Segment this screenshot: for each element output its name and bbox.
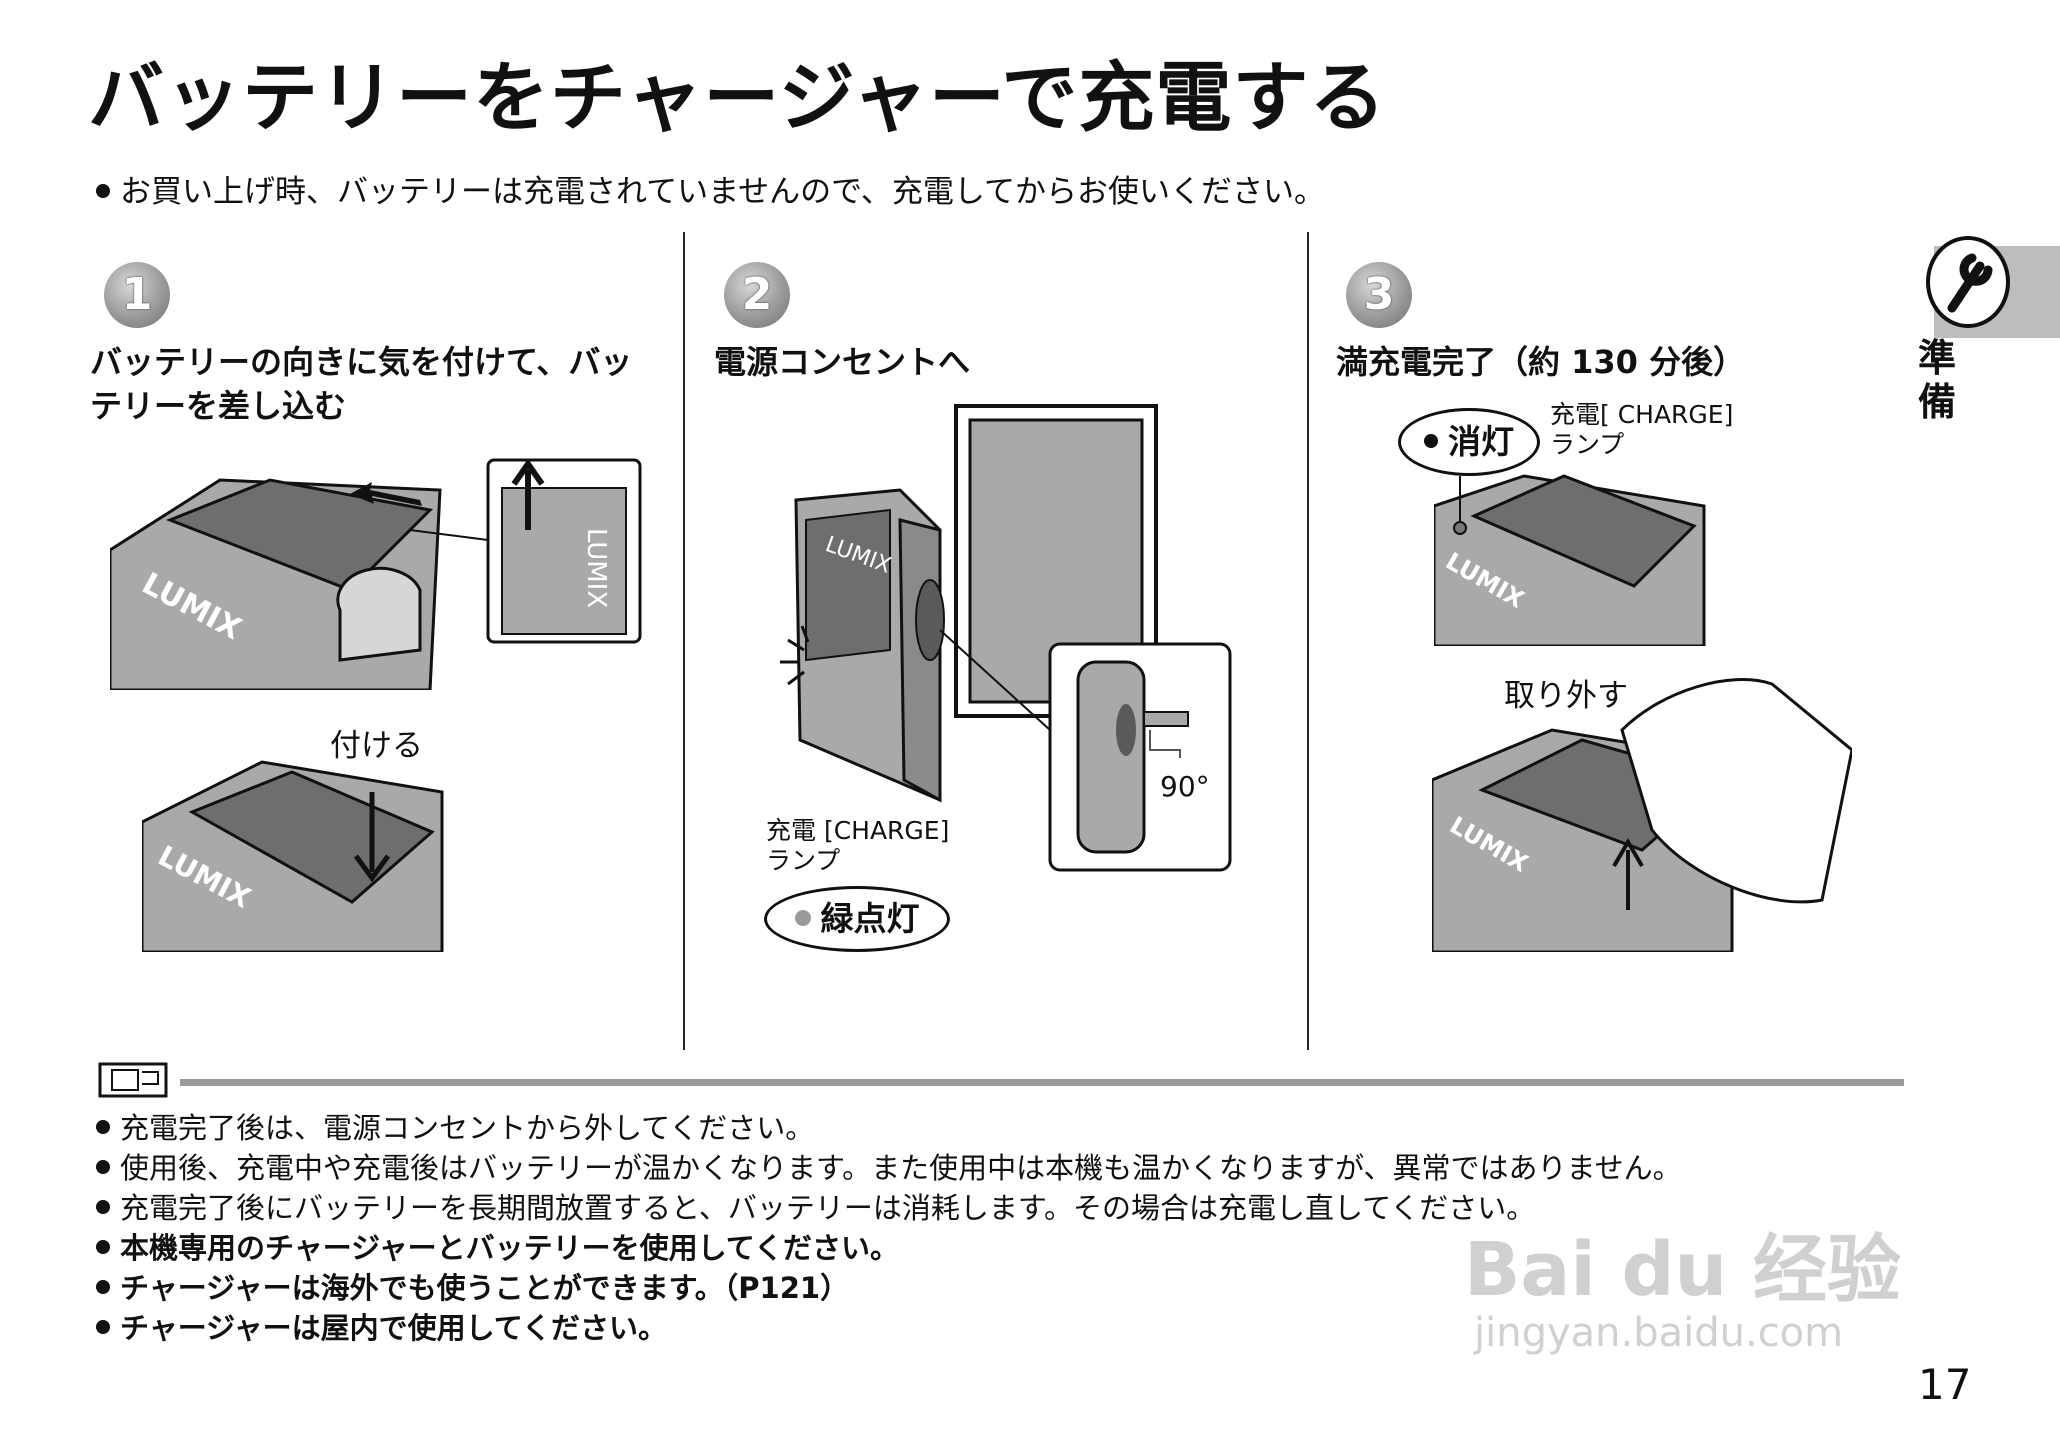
lamp-status-text: 緑点灯	[820, 899, 920, 938]
intro-text: お買い上げ時、バッテリーは充電されていませんので、充電してからお使いください。	[96, 166, 1325, 211]
charge-lamp-label-3: 充電[ CHARGE] ランプ	[1550, 400, 1733, 460]
attach-caption: 付ける	[330, 728, 423, 764]
step-3-number: 3	[1346, 262, 1412, 328]
lamp-status-badge: 緑点灯	[764, 886, 950, 952]
charger-plug-illustration: LUMIX	[780, 404, 1232, 872]
wrench-icon	[1926, 236, 2010, 328]
charge-lamp-3-line2: ランプ	[1550, 430, 1625, 459]
lamp-off-icon	[1424, 433, 1438, 448]
charge-lamp-label: 充電 [CHARGE] ランプ	[766, 816, 949, 876]
notes-list: 充電完了後は、電源コンセントから外してください。 使用後、充電中や充電後はバッテ…	[96, 1108, 1682, 1348]
step-1-label-line1: バッテリーの向きに気を付けて、バッ	[90, 343, 633, 381]
side-tab-char-2: 備	[1917, 380, 1956, 424]
charge-lamp-3-line1: 充電[ CHARGE]	[1550, 400, 1734, 429]
charge-lamp-line2: ランプ	[766, 846, 841, 875]
charger-attached-illustration: LUMIX	[142, 760, 444, 952]
step-3-label: 満充電完了（約 130 分後）	[1336, 343, 1746, 381]
step-2-label: 電源コンセントへ	[714, 343, 971, 381]
charger-insert-illustration: LUMIX LUMIX	[110, 458, 642, 690]
step-1-number: 1	[104, 262, 170, 328]
lamp-green-icon	[794, 909, 811, 926]
intro-label: お買い上げ時、バッテリーは充電されていませんので、充電してからお使いください。	[120, 174, 1325, 210]
bullet-icon	[96, 183, 110, 198]
plug-angle-label: 90°	[1160, 770, 1210, 803]
battery-logo: LUMIX	[581, 528, 611, 608]
charger-complete-illustration: LUMIX	[1434, 474, 1706, 646]
column-divider	[1307, 232, 1309, 1050]
note-item: 充電完了後にバッテリーを長期間放置すると、バッテリーは消耗します。その場合は充電…	[96, 1188, 1682, 1228]
column-divider	[683, 232, 685, 1050]
note-item: 本機専用のチャージャーとバッテリーを使用してください。	[96, 1228, 1682, 1268]
section-rule	[180, 1079, 1904, 1086]
page-number: 17	[1918, 1360, 1972, 1409]
note-item: チャージャーは屋内で使用してください。	[96, 1308, 1682, 1348]
watermark-brand: Bai du 经验	[1464, 1227, 1901, 1313]
lamp-off-badge: 消灯	[1398, 408, 1540, 476]
note-item: チャージャーは海外でも使うことができます。（P121）	[96, 1268, 1682, 1308]
side-tab-char-1: 準	[1917, 336, 1956, 380]
watermark-url: jingyan.baidu.com	[1474, 1310, 1844, 1356]
page-title: バッテリーをチャージャーで充電する	[88, 53, 1387, 142]
step-2-number: 2	[724, 262, 790, 328]
remove-caption: 取り外す	[1504, 678, 1628, 714]
battery-remove-illustration: LUMIX	[1432, 678, 1852, 952]
step-1-label-line2: テリーを差し込む	[90, 387, 347, 425]
charge-lamp-line1: 充電 [CHARGE]	[766, 816, 950, 845]
memo-icon	[98, 1062, 168, 1098]
step-1-label: バッテリーの向きに気を付けて、バッ テリーを差し込む	[90, 340, 632, 428]
note-item: 使用後、充電中や充電後はバッテリーが温かくなります。また使用中は本機も温かくなり…	[96, 1148, 1682, 1188]
note-item: 充電完了後は、電源コンセントから外してください。	[96, 1108, 1682, 1148]
side-tab-label: 準 備	[1912, 336, 1962, 424]
lamp-off-text: 消灯	[1448, 422, 1514, 461]
